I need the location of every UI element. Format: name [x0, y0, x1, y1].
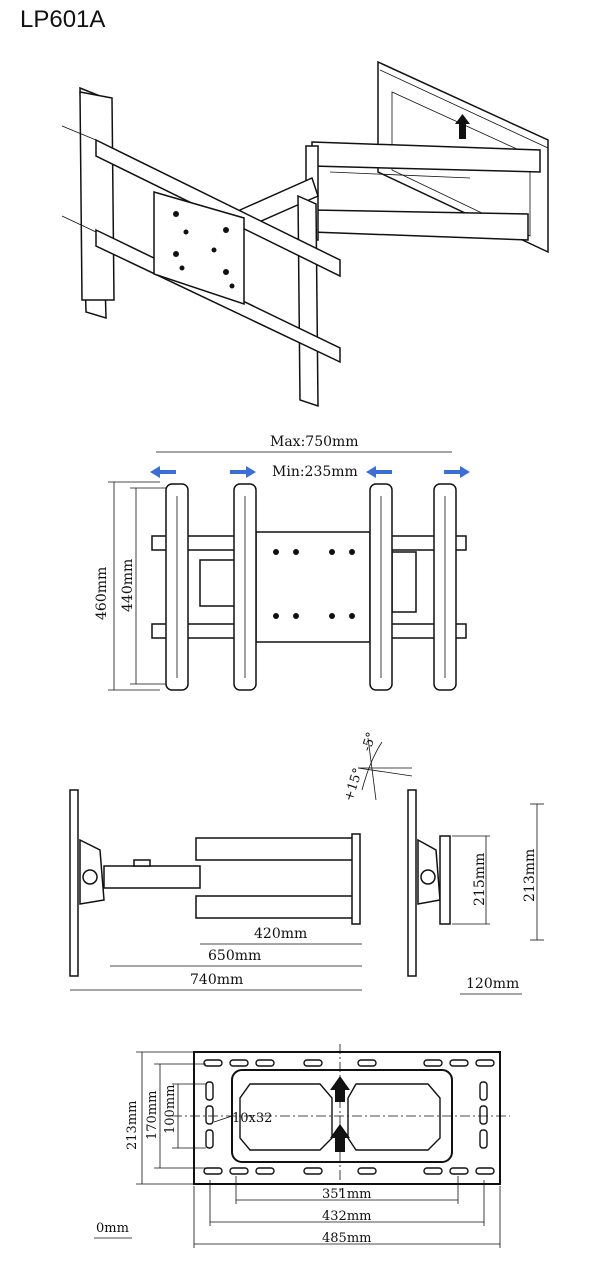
plate-height-213-label: 213mm: [125, 1101, 140, 1150]
height-440-label: 440mm: [120, 559, 136, 612]
side-view: -5° +15° 420mm 650mm 740mm 215mm 213mm 1…: [69, 730, 544, 995]
contract-left-arrow-icon: [230, 466, 256, 478]
isometric-illustration: [61, 60, 549, 408]
expand-right-arrow-icon: [444, 466, 470, 478]
plate-width-485-label: 485mm: [322, 1231, 371, 1246]
partial-dim-label: 0mm: [96, 1221, 129, 1236]
side-arm: [103, 865, 201, 889]
up-arrow-icon: [330, 1076, 350, 1090]
side-folded-plate: [407, 789, 417, 977]
wall-plate-outline: [193, 1051, 501, 1185]
up-arrow-icon: [330, 1124, 350, 1138]
height-460-label: 460mm: [94, 567, 110, 620]
min-width-label: Min:235mm: [272, 464, 358, 480]
iso-up-arrow-icon: [459, 123, 466, 139]
expand-left-arrow-icon: [150, 466, 176, 478]
dim-420-label: 420mm: [254, 926, 307, 942]
dim-213-side-label: 213mm: [522, 849, 538, 902]
side-tv-plate: [69, 789, 79, 977]
dim-215-label: 215mm: [472, 853, 488, 906]
plate-height-100-label: 100mm: [163, 1085, 178, 1134]
front-view: Max:750mm Min:235mm 460mm 440mm: [94, 434, 470, 691]
model-title: LP601A: [20, 6, 106, 33]
plate-width-351-label: 351mm: [322, 1187, 371, 1202]
dim-650-label: 650mm: [208, 948, 261, 964]
iso-center-plate: [153, 191, 245, 306]
slot-size-label: 10x32: [232, 1111, 272, 1126]
contract-right-arrow-icon: [366, 466, 392, 478]
max-width-label: Max:750mm: [270, 434, 359, 450]
dim-120-label: 120mm: [466, 976, 519, 992]
tilt-up-label: -5°: [360, 730, 380, 753]
plate-height-170-label: 170mm: [145, 1091, 160, 1140]
dim-740-label: 740mm: [190, 972, 243, 988]
plate-width-432-label: 432mm: [322, 1209, 371, 1224]
